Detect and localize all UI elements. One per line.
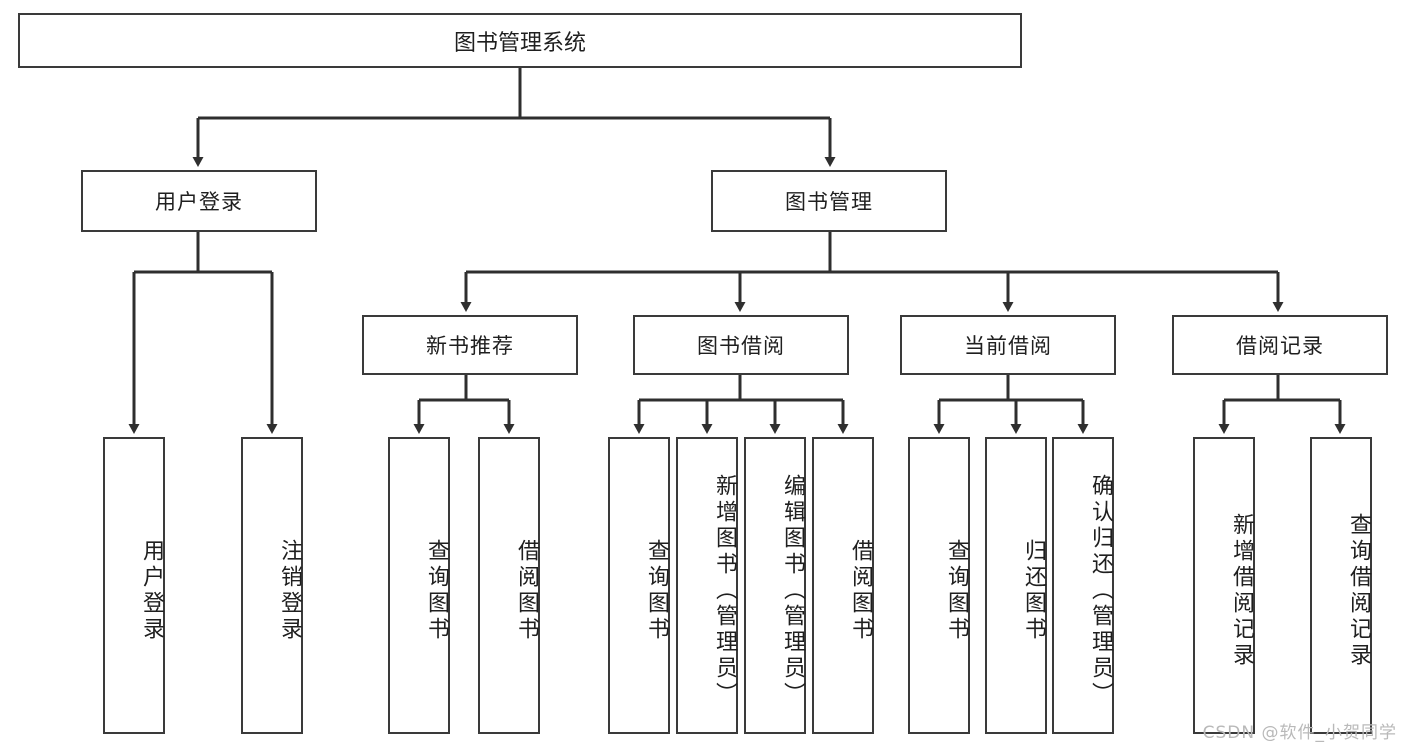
node-leaf-add-book[interactable]: 新增图书（管理员） [676, 437, 738, 734]
node-book-manage-label: 图书管理 [785, 190, 873, 214]
node-leaf-borrow-book-2[interactable]: 借阅图书 [812, 437, 874, 734]
node-leaf-borrow-book-1[interactable]: 借阅图书 [478, 437, 540, 734]
node-leaf-query-record[interactable]: 查询借阅记录 [1310, 437, 1372, 734]
node-leaf-add-record[interactable]: 新增借阅记录 [1193, 437, 1255, 734]
node-new-book-recommend[interactable]: 新书推荐 [362, 315, 578, 375]
node-leaf-query-record-label: 查询借阅记录 [1346, 512, 1371, 669]
node-book-manage[interactable]: 图书管理 [711, 170, 947, 232]
node-leaf-edit-book[interactable]: 编辑图书（管理员） [744, 437, 806, 734]
node-leaf-confirm-return-label: 确认归还（管理员） [1088, 473, 1113, 708]
node-leaf-query-book-2-label: 查询图书 [644, 538, 669, 643]
node-leaf-add-record-label: 新增借阅记录 [1229, 512, 1254, 669]
node-leaf-query-book-1-label: 查询图书 [424, 538, 449, 643]
node-leaf-user-login-label: 用户登录 [139, 538, 164, 643]
node-book-borrow-label: 图书借阅 [697, 334, 785, 358]
node-root-label: 图书管理系统 [453, 30, 586, 56]
node-borrow-record-label: 借阅记录 [1236, 334, 1324, 358]
node-leaf-confirm-return[interactable]: 确认归还（管理员） [1052, 437, 1114, 734]
node-book-borrow[interactable]: 图书借阅 [633, 315, 849, 375]
node-new-book-recommend-label: 新书推荐 [426, 334, 514, 358]
node-current-borrow-label: 当前借阅 [964, 334, 1052, 358]
node-leaf-return-book-label: 归还图书 [1021, 538, 1046, 643]
node-borrow-record[interactable]: 借阅记录 [1172, 315, 1388, 375]
node-current-borrow[interactable]: 当前借阅 [900, 315, 1116, 375]
node-root[interactable]: 图书管理系统 [18, 13, 1022, 68]
node-user-login[interactable]: 用户登录 [81, 170, 317, 232]
node-leaf-logout-label: 注销登录 [277, 538, 302, 643]
node-user-login-label: 用户登录 [155, 190, 243, 214]
node-leaf-edit-book-label: 编辑图书（管理员） [780, 473, 805, 708]
node-leaf-add-book-label: 新增图书（管理员） [712, 473, 737, 708]
node-leaf-borrow-book-2-label: 借阅图书 [848, 538, 873, 643]
node-leaf-query-book-1[interactable]: 查询图书 [388, 437, 450, 734]
node-leaf-query-book-2[interactable]: 查询图书 [608, 437, 670, 734]
node-leaf-return-book[interactable]: 归还图书 [985, 437, 1047, 734]
node-leaf-query-book-3-label: 查询图书 [944, 538, 969, 643]
node-leaf-borrow-book-1-label: 借阅图书 [514, 538, 539, 643]
node-leaf-user-login[interactable]: 用户登录 [103, 437, 165, 734]
node-leaf-query-book-3[interactable]: 查询图书 [908, 437, 970, 734]
node-leaf-logout[interactable]: 注销登录 [241, 437, 303, 734]
